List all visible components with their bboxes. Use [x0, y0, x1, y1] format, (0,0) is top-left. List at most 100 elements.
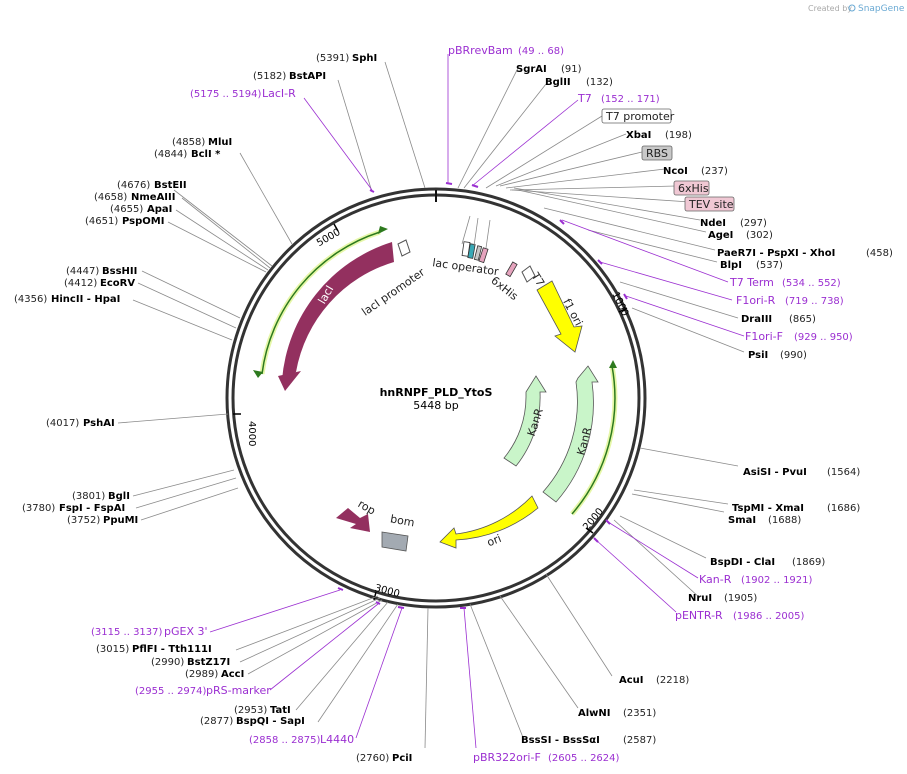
site-nmeaiii-pos: (4658)	[94, 192, 127, 203]
f1-ori-arrow[interactable]	[536, 280, 583, 353]
site-pflfi-name[interactable]: PflFI - Tth111I	[132, 644, 212, 655]
rop-arrow[interactable]	[336, 508, 370, 532]
leader-bsteii	[173, 189, 273, 267]
site-tspmi-pos: (1686)	[827, 503, 860, 514]
site-ndei-name[interactable]: NdeI	[700, 218, 726, 229]
primer-pbr322ori-f-range: (2605 .. 2624)	[548, 753, 620, 764]
primer-pbr322ori-f-name[interactable]: pBR322ori-F	[473, 751, 541, 764]
primer-kan-r-name[interactable]: Kan-R	[699, 573, 732, 586]
site-bsshii-name[interactable]: BssHII	[102, 266, 137, 277]
feature-box-his[interactable]: 6xHis	[673, 180, 710, 196]
primer-f1ori-r-name[interactable]: F1ori-R	[736, 294, 776, 307]
site-xbai-name[interactable]: XbaI	[626, 130, 651, 141]
svg-text:1000: 1000	[609, 290, 630, 318]
primer-arc-laci-tail	[378, 226, 388, 234]
site-acui-pos: (2218)	[656, 675, 689, 686]
site-mlui-name[interactable]: MluI	[208, 137, 232, 148]
site-alwni-name[interactable]: AlwNI	[578, 708, 611, 719]
site-pcii-name[interactable]: PciI	[392, 753, 412, 764]
kanr-inner-arrow[interactable]	[503, 375, 547, 467]
primer-prs-marker-name[interactable]: pRS-marker	[206, 684, 271, 697]
site-pspomi-name[interactable]: PspOMI	[122, 216, 164, 227]
site-asisi-name[interactable]: AsiSI - PvuI	[743, 467, 807, 478]
leader-f1ori-f	[625, 295, 745, 337]
leader-pgex3	[209, 589, 341, 633]
leader-pentr-r	[595, 539, 677, 613]
site-acci-name[interactable]: AccI	[221, 669, 244, 680]
leader-t7-primer	[471, 99, 579, 187]
lac-operator-block[interactable]	[461, 241, 489, 264]
site-blpi-name[interactable]: BlpI	[720, 260, 742, 271]
leader-bsshii	[141, 270, 241, 319]
site-bspdi-pos: (1869)	[792, 557, 825, 568]
his-block[interactable]	[505, 261, 518, 278]
site-sgrai-name[interactable]: SgrAI	[516, 64, 547, 75]
laci-promoter-shape[interactable]	[397, 239, 411, 257]
tick-5000: 5000	[315, 223, 343, 249]
site-asisi-pos: (1564)	[827, 467, 860, 478]
primer-arc-kan-head	[609, 360, 617, 368]
site-nrui-name[interactable]: NruI	[688, 593, 712, 604]
laci-arrow[interactable]	[282, 242, 394, 380]
primer-f1ori-f-name[interactable]: F1ori-F	[745, 330, 783, 343]
site-nmeaiii-name[interactable]: NmeAIII	[131, 192, 175, 203]
leader-pspomi	[167, 221, 267, 273]
primer-pbrrevbam-name[interactable]: pBRrevBam	[448, 44, 513, 57]
site-psii-name[interactable]: PsiI	[748, 350, 768, 361]
feature-box-t7-promoter[interactable]: T7 promoter	[601, 108, 675, 124]
site-sphi-name[interactable]: SphI	[352, 53, 377, 64]
site-ecorv-name[interactable]: EcoRV	[100, 278, 135, 289]
site-bsteii-pos: (4676)	[117, 180, 150, 191]
site-tati-name[interactable]: TatI	[270, 705, 291, 716]
site-bglii-name[interactable]: BglII	[545, 77, 571, 88]
leader-laci-r	[303, 97, 373, 191]
bom-label: bom	[389, 512, 415, 529]
primer-l4440-name[interactable]: L4440	[320, 733, 354, 746]
primer-pentr-r-name[interactable]: pENTR-R	[675, 609, 723, 622]
primer-t7-term-name[interactable]: T7 Term	[729, 276, 774, 289]
site-hincii-name[interactable]: HincII - HpaI	[51, 294, 120, 305]
site-agei-name[interactable]: AgeI	[708, 230, 733, 241]
leader-tati	[295, 601, 389, 711]
primer-pgex3-name[interactable]: pGEX 3'	[164, 625, 208, 638]
kanr-outer-arrow[interactable]	[542, 365, 599, 503]
site-bspdi-name[interactable]: BspDI - ClaI	[710, 557, 775, 568]
site-ppumi-pos: (3752)	[67, 515, 100, 526]
site-bstz17i-name[interactable]: BstZ17I	[187, 657, 230, 668]
primer-f1ori-f-range: (929 .. 950)	[794, 332, 853, 343]
svg-text:2000: 2000	[581, 506, 606, 533]
site-bcli-name[interactable]: BclI *	[191, 149, 221, 160]
site-bsssi-name[interactable]: BssSI - BssSαI	[521, 735, 600, 746]
site-ppumi-name[interactable]: PpuMI	[103, 515, 138, 526]
site-pshai-name[interactable]: PshAI	[83, 418, 115, 429]
primer-laci-r-name[interactable]: LacI-R	[262, 87, 296, 100]
site-bgli-name[interactable]: BglI	[108, 491, 130, 502]
site-apai-name[interactable]: ApaI	[147, 204, 172, 215]
leader-asisi	[639, 447, 739, 467]
bom-shape[interactable]	[381, 531, 409, 552]
site-pspomi-pos: (4651)	[85, 216, 118, 227]
leader-his-box	[509, 185, 677, 191]
leader-ecorv	[137, 282, 237, 329]
feature-box-rbs[interactable]: RBS	[641, 145, 673, 161]
site-fspi-name[interactable]: FspI - FspAI	[59, 503, 125, 514]
site-smai-name[interactable]: SmaI	[728, 515, 756, 526]
leader-ppumi	[140, 487, 239, 521]
site-bspqi-name[interactable]: BspQI - SapI	[236, 716, 305, 727]
site-bsteii-name[interactable]: BstEII	[154, 180, 187, 191]
site-acui-name[interactable]: AcuI	[619, 675, 644, 686]
leader-tspmi	[633, 489, 729, 505]
site-pflfi-pos: (3015)	[96, 644, 129, 655]
primer-arc-laci-line	[261, 231, 381, 375]
site-bstapi-name[interactable]: BstAPI	[289, 71, 326, 82]
lac-operator-label: lac operator	[432, 256, 500, 278]
primer-t7-name[interactable]: T7	[577, 92, 592, 105]
site-ncoi-name[interactable]: NcoI	[663, 166, 688, 177]
site-draiii-name[interactable]: DraIII	[741, 314, 772, 325]
ori-arrow[interactable]	[439, 495, 539, 549]
site-paer7i-name[interactable]: PaeR7I - PspXI - XhoI	[717, 248, 835, 259]
t7-terminator-shape[interactable]	[521, 265, 536, 283]
feature-box-tev-site[interactable]: TEV site	[684, 196, 735, 212]
site-tspmi-name[interactable]: TspMI - XmaI	[732, 503, 804, 514]
